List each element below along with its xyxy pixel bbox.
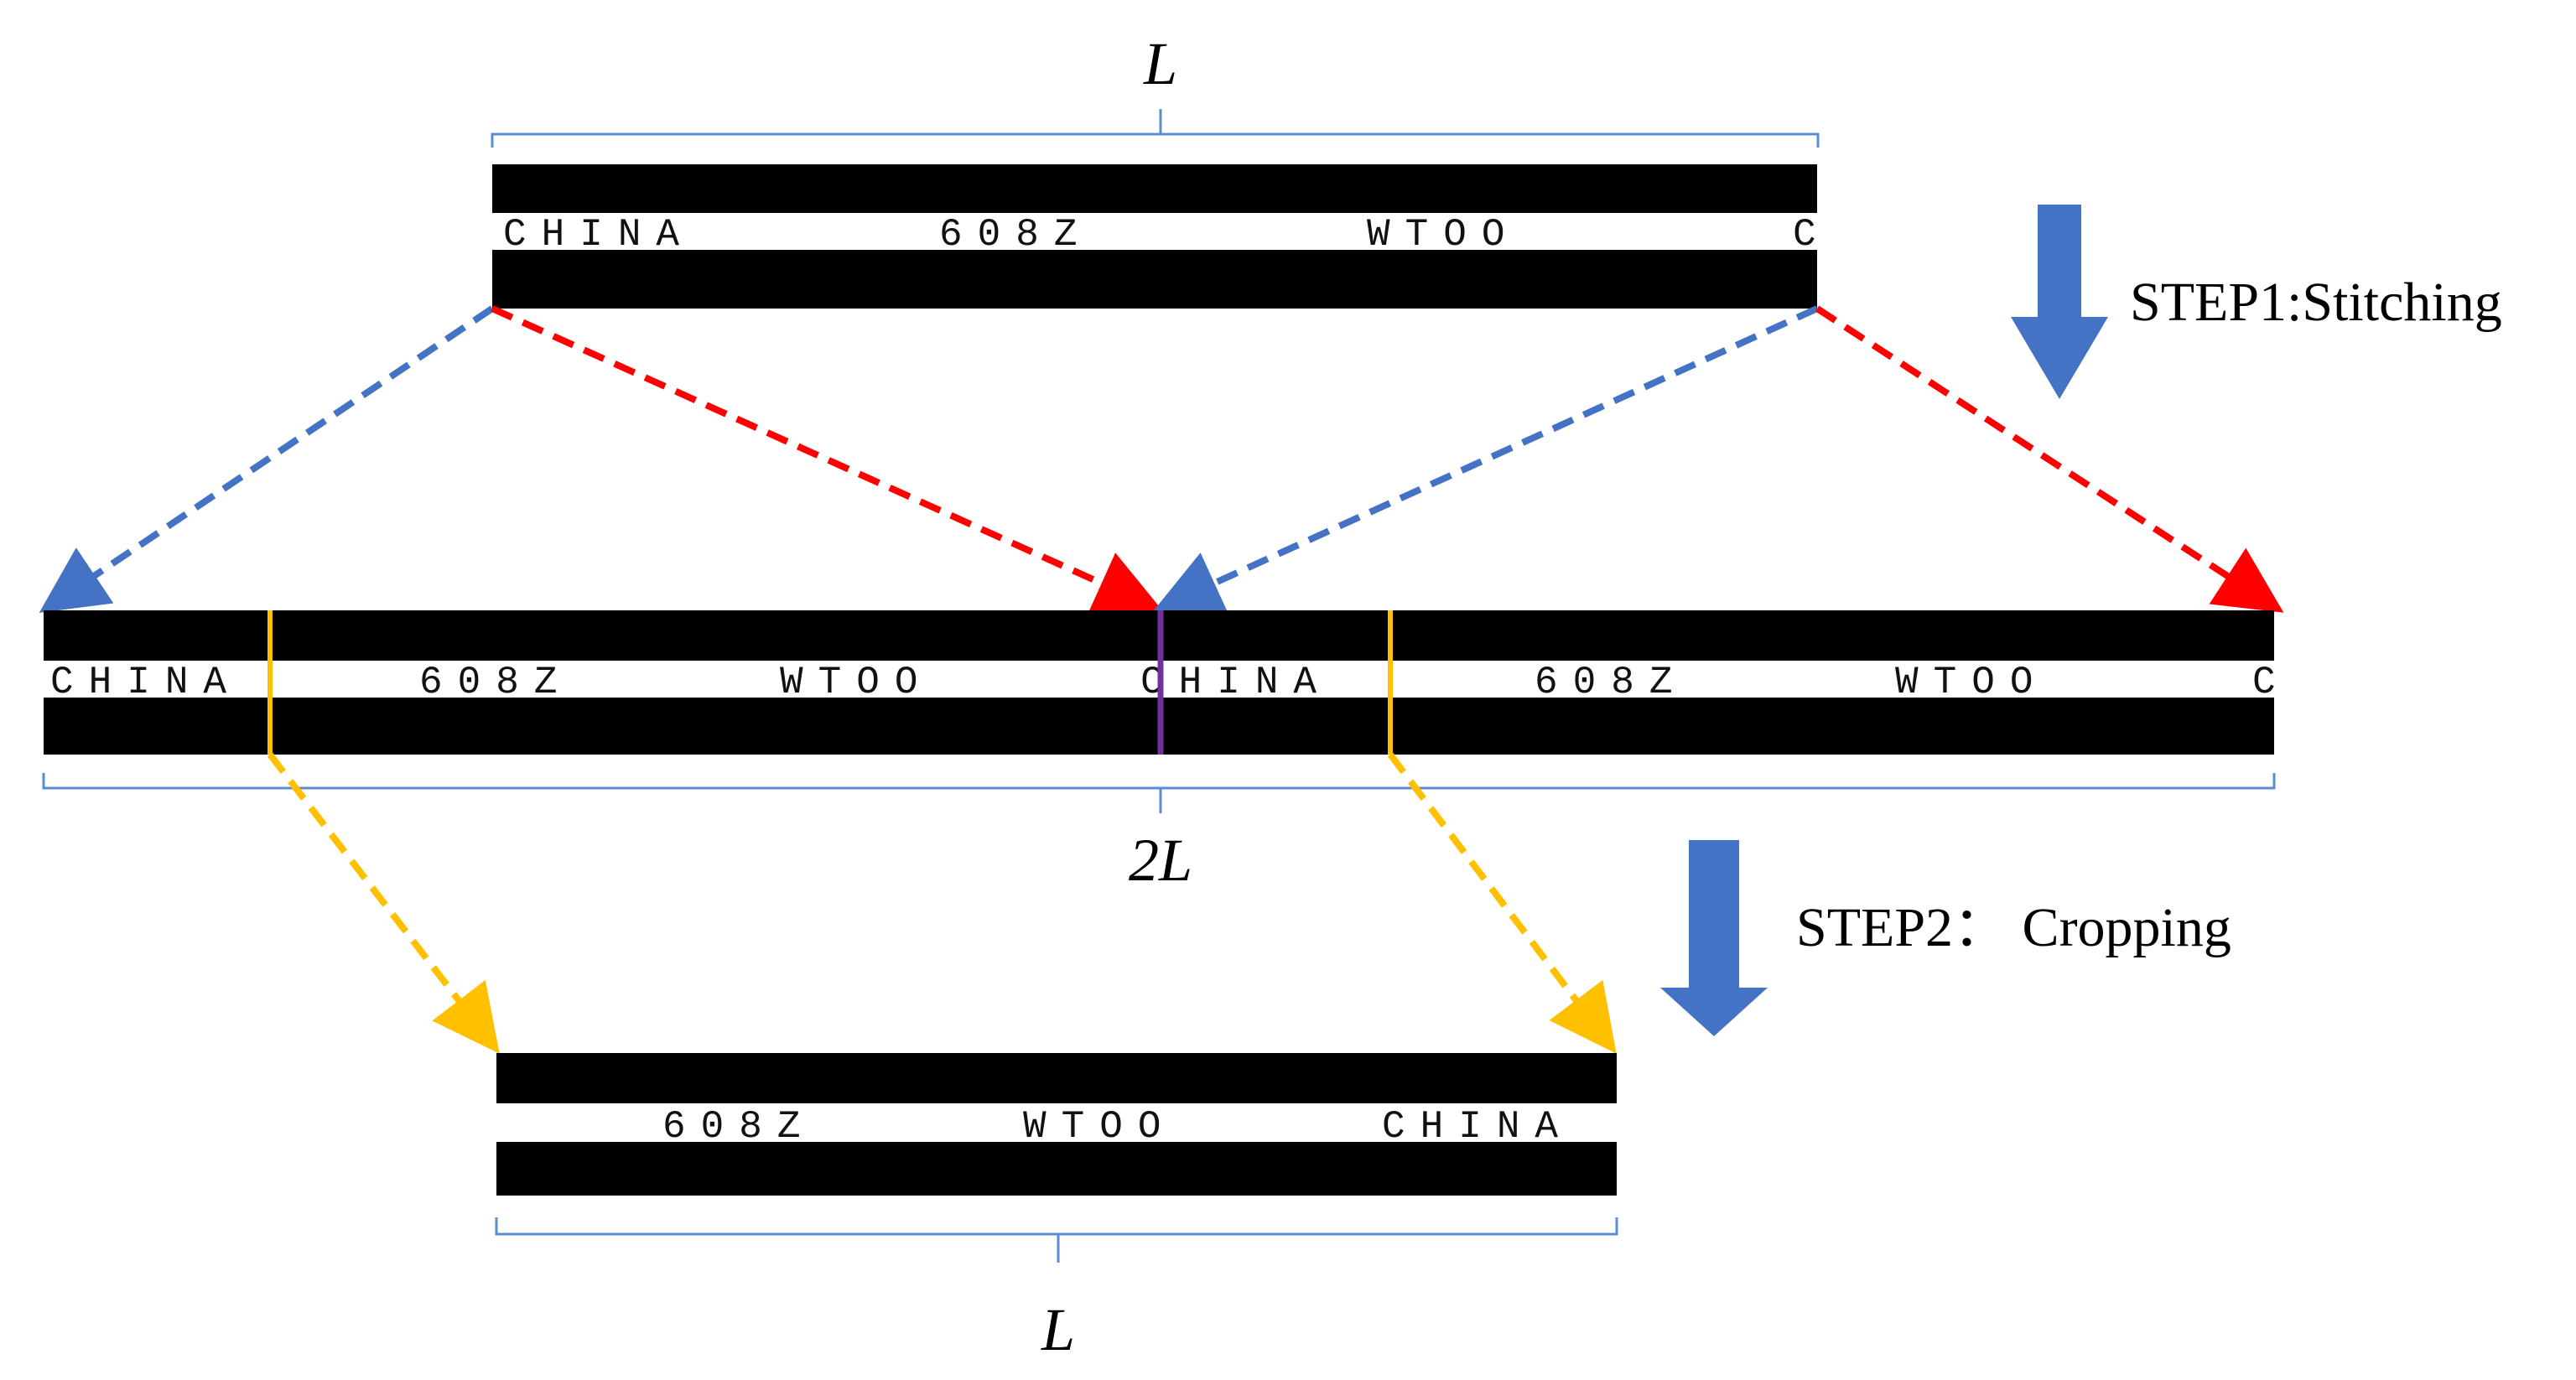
step2-label: STEP2： Cropping [1796, 897, 2231, 958]
top-strip-text-china: CHINA [503, 213, 694, 257]
top-length-brace [491, 109, 1820, 148]
middle-length-label: 2L [1129, 827, 1192, 894]
yellow-arrow-right [1387, 752, 1617, 1054]
top-strip-text-wtoo: WTOO [1367, 213, 1519, 257]
bottom-length-label: L [1041, 1296, 1075, 1363]
middle-strip-text-china-2: CHINA [1140, 661, 1332, 704]
bottom-strip-text-china: CHINA [1382, 1105, 1573, 1149]
middle-strip-text-608z-2: 608Z [1535, 661, 1687, 704]
bottom-strip-text-608z: 608Z [662, 1105, 815, 1149]
bottom-length-brace [495, 1217, 1618, 1263]
red-arrow-right [1815, 305, 2284, 613]
top-strip-text-608z: 608Z [939, 213, 1092, 257]
top-strip: CHINA 608Z WTOO C [492, 164, 1831, 309]
step1-label: STEP1:Stitching [2130, 272, 2502, 333]
middle-strip-text-china-1: CHINA [50, 661, 242, 704]
top-strip-text-c: C [1793, 213, 1831, 257]
step2-down-arrow [1660, 840, 1768, 1036]
middle-length-brace [42, 773, 2276, 813]
middle-strip-text-c: C [2252, 661, 2291, 704]
bottom-strip-text-wtoo: WTOO [1023, 1105, 1176, 1149]
blue-arrow-left [39, 305, 495, 613]
yellow-arrow-left [267, 752, 500, 1054]
middle-strip-text-608z-1: 608Z [419, 661, 572, 704]
middle-strip: CHINA 608Z WTOO CHINA 608Z WTOO C [44, 610, 2291, 755]
blue-arrow-right [1153, 305, 1819, 614]
red-arrow-left [491, 305, 1163, 615]
middle-strip-text-wtoo-2: WTOO [1895, 661, 2048, 704]
middle-strip-text-wtoo-1: WTOO [780, 661, 932, 704]
step1-down-arrow [2011, 205, 2108, 399]
top-length-label: L [1143, 30, 1177, 97]
bottom-strip: 608Z WTOO CHINA [496, 1053, 1617, 1196]
